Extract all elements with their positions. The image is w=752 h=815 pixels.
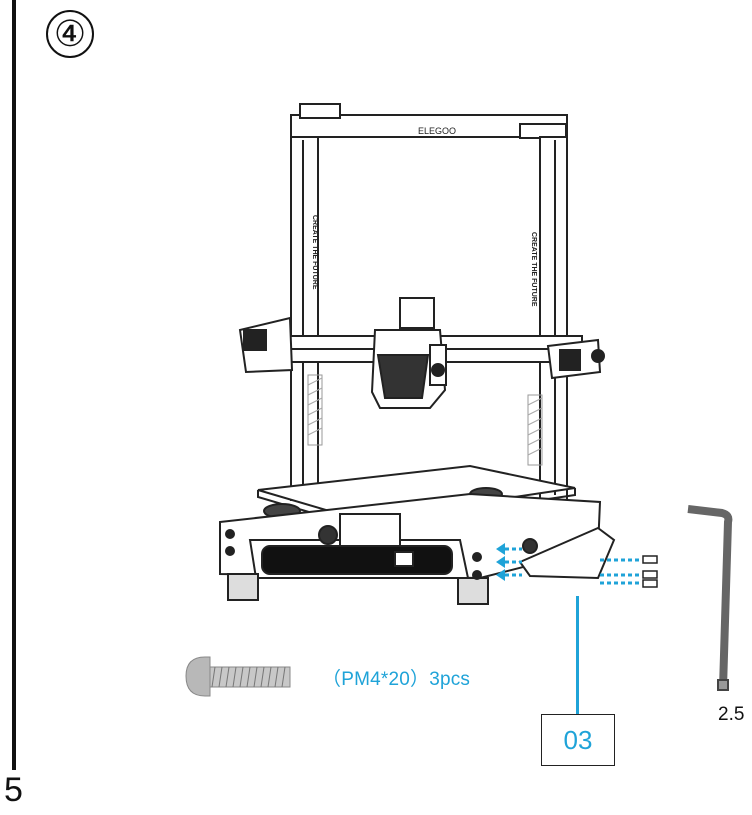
brand-logo: ELEGOO — [418, 126, 456, 136]
screw-icon — [185, 656, 291, 697]
print-head — [370, 297, 447, 409]
slogan-left: CREATE THE FUTURE — [311, 215, 318, 290]
hex-key-size-label: 2.5 — [718, 704, 745, 725]
hex-key-icon — [687, 505, 733, 691]
display-bracket — [518, 526, 616, 580]
page-number: 5 — [4, 771, 23, 809]
screw-markers — [642, 555, 658, 588]
part-callout-box: 03 — [541, 714, 615, 766]
step-number-marker: ④ — [46, 10, 94, 58]
screw-spec-label: （PM4*20）3pcs — [322, 669, 471, 690]
slogan-right: CREATE THE FUTURE — [530, 232, 537, 307]
screw-insertion-arrows — [505, 547, 640, 585]
callout-leader-line — [576, 596, 579, 714]
margin-rule — [12, 0, 16, 770]
